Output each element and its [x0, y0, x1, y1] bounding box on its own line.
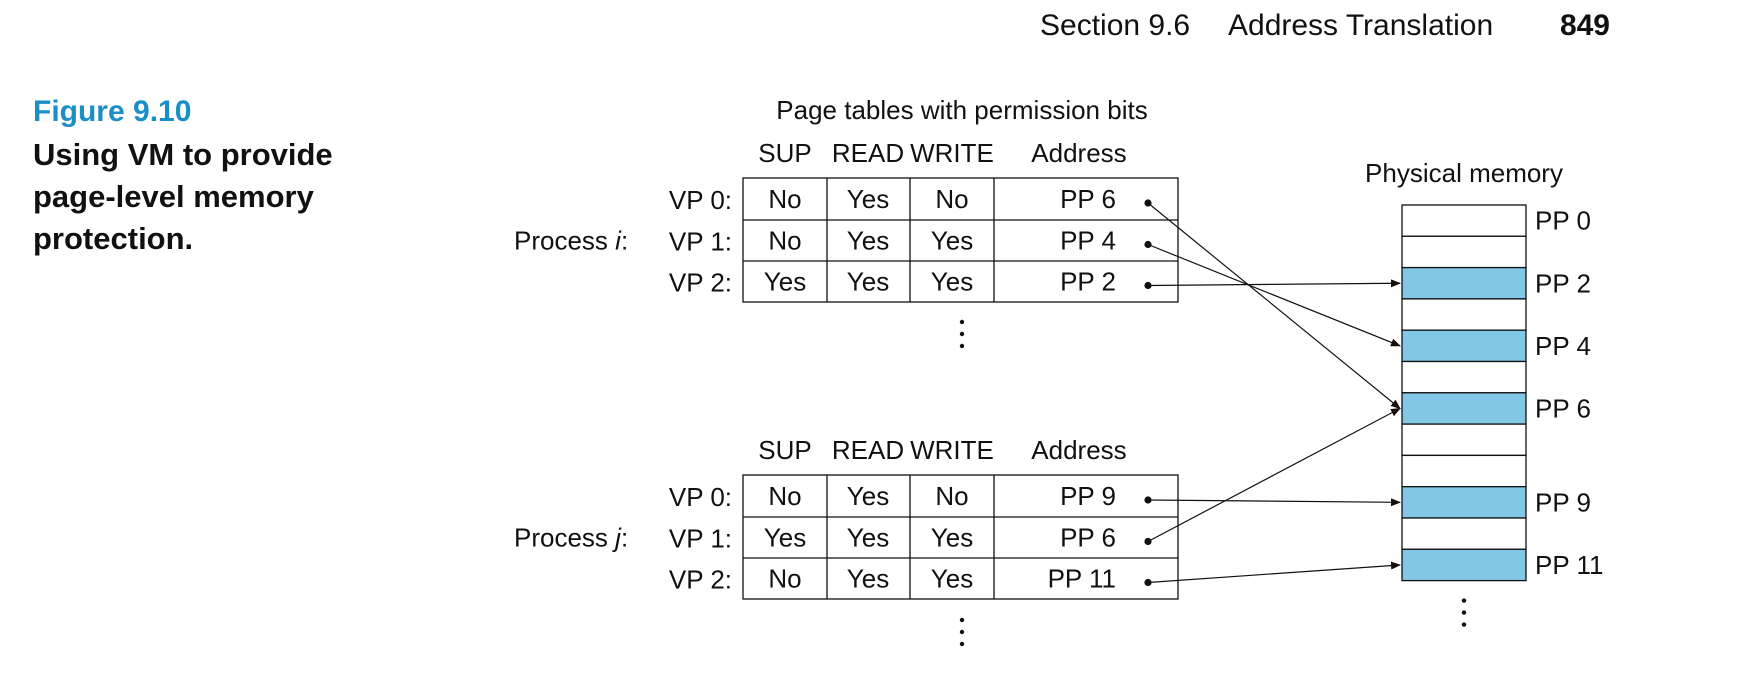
memory-slot-label: PP 11: [1535, 550, 1603, 580]
process-label: Process j:: [514, 523, 628, 553]
memory-slot: [1401, 360, 1527, 394]
memory-slot: [1401, 235, 1527, 269]
memory-slot: [1401, 517, 1527, 550]
memory-slot: [1401, 392, 1527, 425]
vp-label: VP 0:: [669, 482, 732, 512]
section-title: Address Translation: [1228, 9, 1494, 42]
vp-label: VP 0:: [669, 185, 732, 215]
mapping-arrow: [1147, 279, 1401, 288]
vp-label: VP 1:: [669, 227, 732, 257]
ellipsis-dot: [959, 343, 965, 349]
memory-slot: [1401, 329, 1527, 363]
vp-label: VP 2:: [669, 268, 732, 298]
memory-slot-label: PP 2: [1535, 268, 1591, 298]
cell-sup: No: [768, 481, 801, 511]
cell-write: Yes: [931, 226, 973, 256]
cell-read: Yes: [847, 184, 889, 214]
memory-slot-label: PP 6: [1535, 393, 1591, 423]
cell-write: No: [935, 184, 968, 214]
memory-slot: [1401, 454, 1527, 488]
cell-write: Yes: [931, 523, 973, 553]
memory-slot: [1401, 204, 1527, 237]
column-header-sup: SUP: [758, 435, 811, 465]
cell-address: PP 6: [1060, 523, 1116, 553]
column-header-sup: SUP: [758, 138, 811, 168]
cell-sup: No: [768, 226, 801, 256]
column-header-read: READ: [832, 138, 904, 168]
memory-slot: [1401, 548, 1527, 582]
memory-slot: [1401, 486, 1527, 519]
column-header-address: Address: [1031, 138, 1126, 168]
cell-write: Yes: [931, 267, 973, 297]
cell-read: Yes: [847, 564, 889, 594]
ellipsis-dot: [959, 331, 965, 337]
cell-read: Yes: [847, 523, 889, 553]
page-table-border: [742, 474, 1179, 600]
mapping-arrow: [1147, 243, 1401, 347]
cell-address: PP 11: [1048, 564, 1116, 594]
cell-write: No: [935, 481, 968, 511]
figure-caption: Figure 9.10 Using VM to provide page-lev…: [33, 92, 393, 260]
cell-address: PP 2: [1060, 267, 1116, 297]
mapping-arrow: [1147, 202, 1401, 410]
cell-read: Yes: [847, 481, 889, 511]
cell-write: Yes: [931, 564, 973, 594]
mapping-arrow: [1147, 498, 1401, 507]
cell-sup: No: [768, 564, 801, 594]
page-table-border: [742, 177, 1179, 303]
memory-slot-label: PP 0: [1535, 206, 1591, 236]
ellipsis-dot: [1461, 598, 1467, 603]
vp-label: VP 2:: [669, 565, 732, 595]
cell-address: PP 6: [1060, 184, 1116, 214]
process-label: Process i:: [514, 226, 628, 256]
page-tables-title: Page tables with permission bits: [776, 95, 1147, 125]
cell-read: Yes: [847, 267, 889, 297]
column-header-write: WRITE: [910, 435, 994, 465]
physical-memory-title: Physical memory: [1365, 158, 1563, 188]
memory-slot-label: PP 4: [1535, 331, 1591, 361]
column-header-read: READ: [832, 435, 904, 465]
ellipsis-dot: [959, 617, 965, 623]
cell-read: Yes: [847, 226, 889, 256]
cell-sup: Yes: [764, 267, 806, 297]
page-number: 849: [1559, 9, 1610, 42]
mapping-arrow: [1147, 407, 1401, 543]
ellipsis-dot: [1461, 610, 1467, 615]
memory-slot-label: PP 9: [1535, 487, 1591, 517]
section-number: Section 9.6: [1040, 9, 1191, 42]
cell-sup: No: [768, 184, 801, 214]
memory-slot: [1401, 298, 1527, 331]
cell-address: PP 4: [1060, 226, 1116, 256]
cell-sup: Yes: [764, 523, 806, 553]
figure-number: Figure 9.10: [33, 95, 192, 128]
memory-slot: [1401, 266, 1527, 300]
ellipsis-dot: [959, 319, 965, 325]
cell-address: PP 9: [1060, 481, 1116, 511]
ellipsis-dot: [1461, 622, 1467, 627]
column-header-address: Address: [1031, 435, 1126, 465]
ellipsis-dot: [959, 641, 965, 647]
column-header-write: WRITE: [910, 138, 994, 168]
ellipsis-dot: [959, 629, 965, 635]
figure-caption-text: Using VM to provide page-level memory pr…: [33, 137, 333, 256]
running-head: Section 9.6 Address Translation 849: [1040, 6, 1620, 46]
vp-label: VP 1:: [669, 524, 732, 554]
mapping-arrow: [1147, 561, 1401, 584]
memory-slot: [1401, 423, 1527, 457]
